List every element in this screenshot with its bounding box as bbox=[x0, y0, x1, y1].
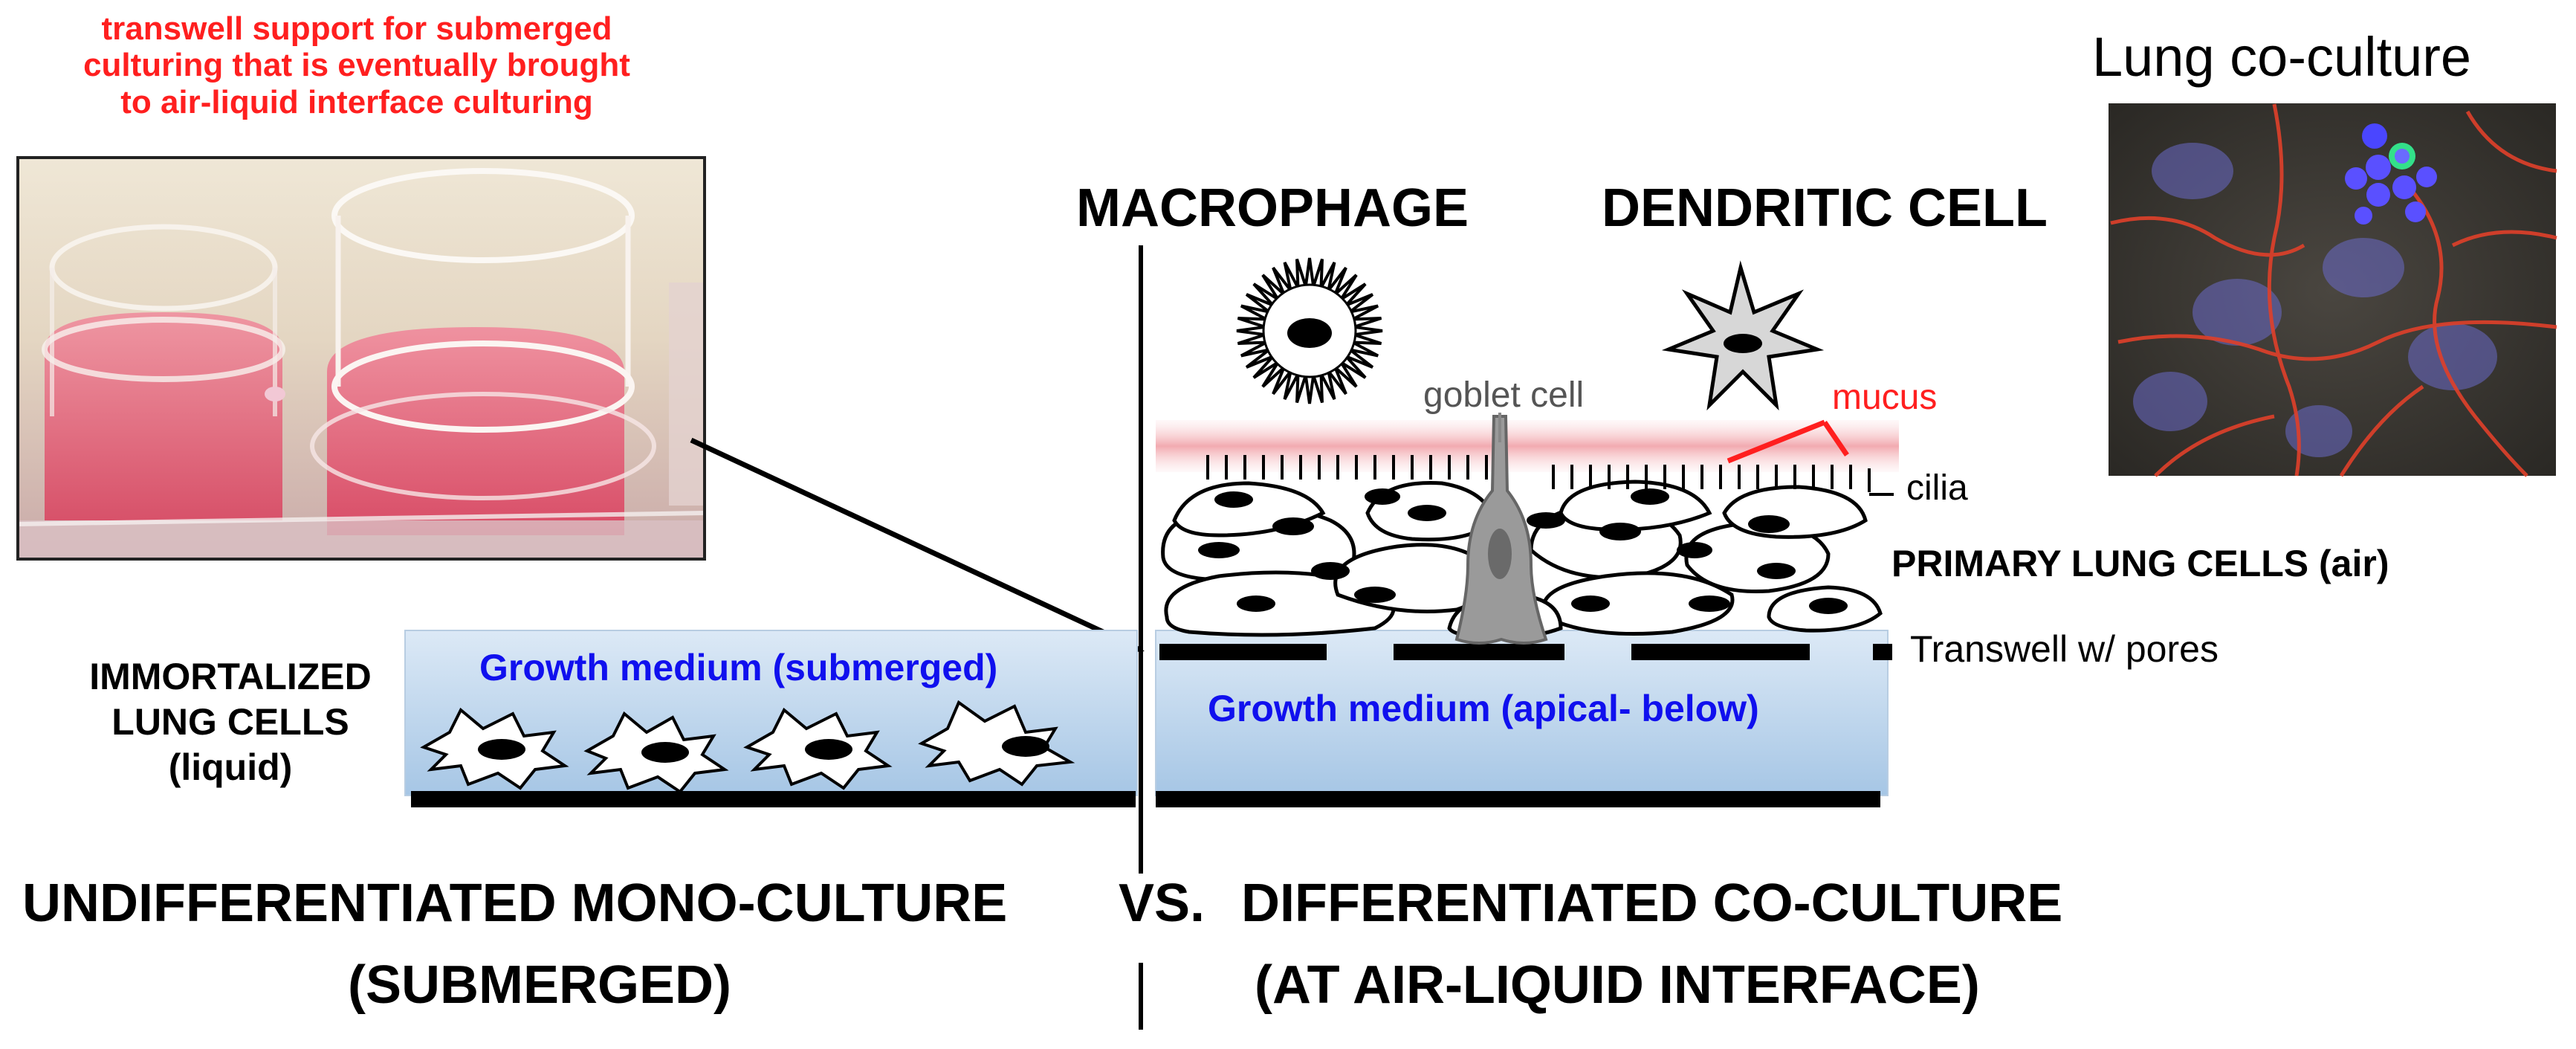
immortalized-line: IMMORTALIZED bbox=[89, 656, 372, 697]
immortalized-cell bbox=[743, 707, 893, 790]
apical-medium-label: Growth medium (apical- below) bbox=[1208, 688, 1759, 729]
submerged-medium-label: Growth medium (submerged) bbox=[479, 647, 998, 688]
immortalized-cell bbox=[918, 700, 1075, 787]
stained-cells bbox=[2345, 123, 2437, 225]
immortalized-line: LUNG CELLS bbox=[111, 701, 349, 743]
transwell-membrane bbox=[1159, 644, 1892, 660]
transwell-label: Transwell w/ pores bbox=[1910, 628, 2219, 670]
epithelial-nuclei bbox=[1198, 488, 1848, 625]
co-culture-subtitle: (AT AIR-LIQUID INTERFACE) bbox=[1255, 955, 1980, 1015]
mucus-pointer bbox=[1726, 419, 1849, 464]
macrophage-cell bbox=[1236, 257, 1383, 404]
goblet-cell bbox=[1454, 415, 1548, 645]
immortalized-cell bbox=[420, 707, 569, 790]
lung-coculture-micrograph bbox=[2107, 102, 2557, 477]
mucus-layer bbox=[1156, 420, 1899, 472]
mucus-label: mucus bbox=[1832, 378, 1938, 417]
ali-panel bbox=[1155, 413, 1899, 807]
micrograph-title: Lung co-culture bbox=[2092, 26, 2472, 88]
submerged-panel bbox=[404, 630, 1138, 807]
co-culture-title: DIFFERENTIATED CO-CULTURE bbox=[1241, 874, 2063, 933]
dendritic-cell bbox=[1661, 260, 1825, 411]
photo-caption-line: transwell support for submerged bbox=[101, 10, 612, 47]
goblet-cell-label: goblet cell bbox=[1423, 375, 1585, 415]
dendritic-cell-label: DENDRITIC CELL bbox=[1602, 178, 2048, 238]
cilia-label: cilia bbox=[1906, 468, 1968, 508]
photo-caption: transwell support for submerged culturin… bbox=[30, 10, 684, 120]
epithelial-cells bbox=[1161, 480, 1883, 640]
photo-caption-line: to air-liquid interface culturing bbox=[120, 83, 593, 120]
photo-arrow bbox=[690, 437, 1145, 654]
photo-caption-line: culturing that is eventually brought bbox=[83, 47, 630, 84]
immortalized-cell bbox=[583, 711, 729, 794]
primary-lung-cells-label: PRIMARY LUNG CELLS (air) bbox=[1891, 543, 2389, 584]
transwell-photo bbox=[16, 156, 706, 561]
macrophage-label: MACROPHAGE bbox=[1076, 178, 1469, 238]
vs-label: VS. bbox=[1119, 874, 1206, 933]
mono-culture-subtitle: (SUBMERGED) bbox=[348, 955, 731, 1015]
immortalized-cells-label: IMMORTALIZED LUNG CELLS (liquid) bbox=[59, 654, 401, 790]
immortalized-line: (liquid) bbox=[168, 746, 293, 788]
mono-culture-title: UNDIFFERENTIATED MONO-CULTURE bbox=[22, 874, 1008, 933]
